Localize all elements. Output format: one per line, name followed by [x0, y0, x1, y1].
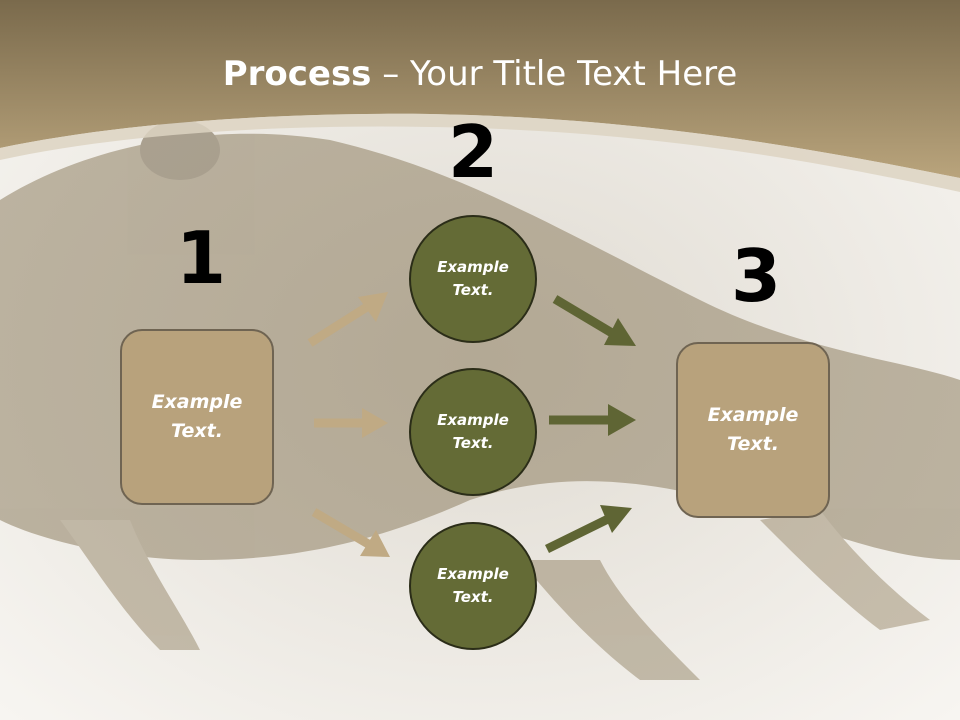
process-circle-top-label: Example Text.: [437, 258, 509, 299]
process-circle-bottom: Example Text.: [409, 522, 537, 650]
arrow-right-up: [545, 505, 632, 554]
process-circle-middle: Example Text.: [409, 368, 537, 496]
process-box-right: Example Text.: [676, 342, 830, 518]
step-number-2: 2: [448, 110, 499, 194]
arrow-right-middle: [549, 404, 636, 436]
title-bold: Process: [222, 54, 372, 94]
process-box-right-label: Example Text.: [707, 404, 799, 455]
arrow-right-down: [552, 295, 636, 346]
process-circle-middle-label: Example Text.: [437, 411, 509, 452]
arrow-left-up: [307, 292, 388, 347]
process-circle-bottom-label: Example Text.: [437, 565, 509, 606]
process-box-left: Example Text.: [120, 329, 274, 505]
slide-title: Process – Your Title Text Here: [0, 52, 960, 96]
process-box-left-label: Example Text.: [151, 391, 243, 442]
step-number-1: 1: [176, 216, 227, 300]
step-number-3: 3: [731, 234, 782, 318]
title-rest: – Your Title Text Here: [371, 54, 738, 94]
header-wave: [0, 113, 960, 192]
process-circle-top: Example Text.: [409, 215, 537, 343]
header-band: [0, 0, 960, 178]
arrow-left-middle: [314, 408, 388, 438]
arrow-left-down: [311, 508, 390, 557]
